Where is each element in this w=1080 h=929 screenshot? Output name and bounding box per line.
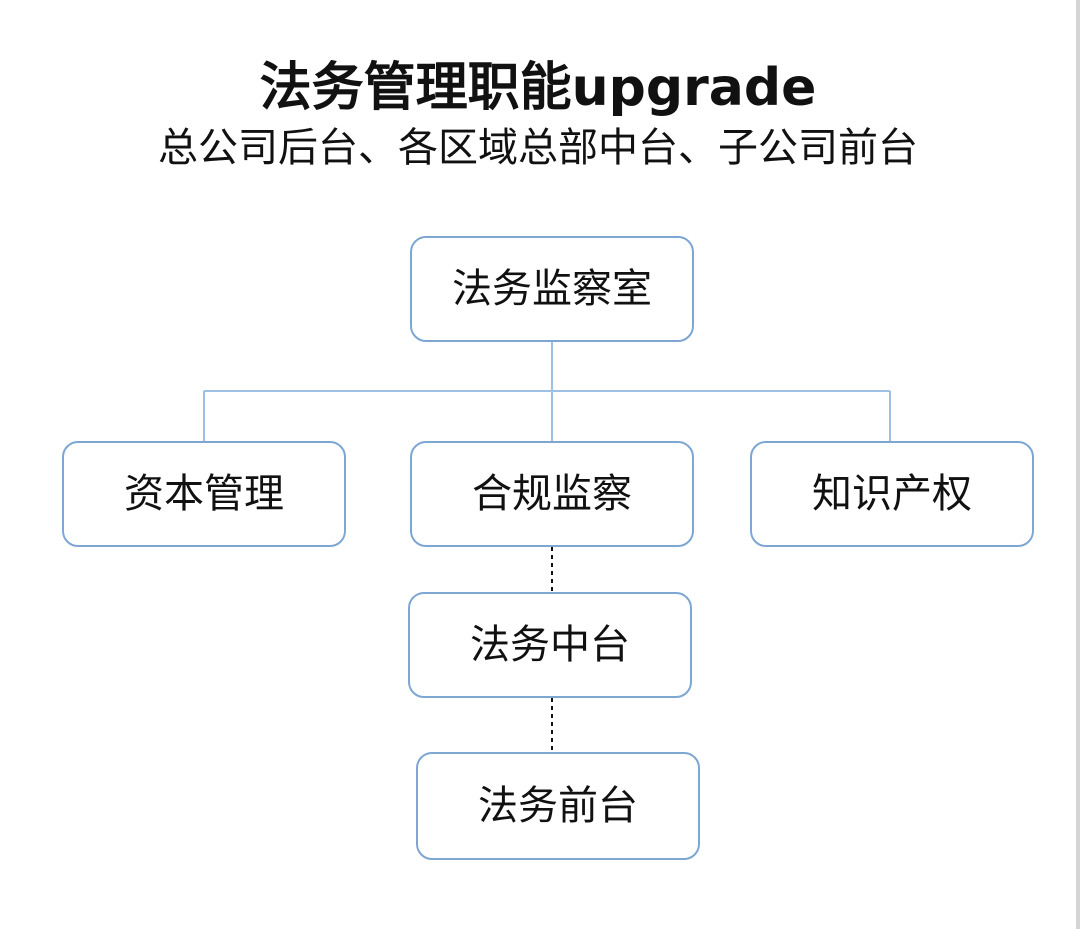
node-label: 资本管理 (124, 471, 284, 517)
node-label: 法务中台 (470, 622, 630, 668)
node-intellectual-property: 知识产权 (750, 441, 1034, 547)
node-legal-middle-office: 法务中台 (408, 592, 692, 698)
node-capital-management: 资本管理 (62, 441, 346, 547)
node-compliance-supervision: 合规监察 (410, 441, 694, 547)
node-legal-front-office: 法务前台 (416, 752, 700, 860)
node-label: 合规监察 (472, 471, 632, 517)
page-right-edge (1076, 0, 1080, 929)
diagram-title: 法务管理职能upgrade (259, 58, 817, 118)
node-label: 法务前台 (478, 783, 638, 829)
node-label: 法务监察室 (452, 266, 652, 312)
node-legal-supervision-office: 法务监察室 (410, 236, 694, 342)
diagram-subtitle: 总公司后台、各区域总部中台、子公司前台 (158, 125, 918, 171)
node-label: 知识产权 (812, 471, 972, 517)
